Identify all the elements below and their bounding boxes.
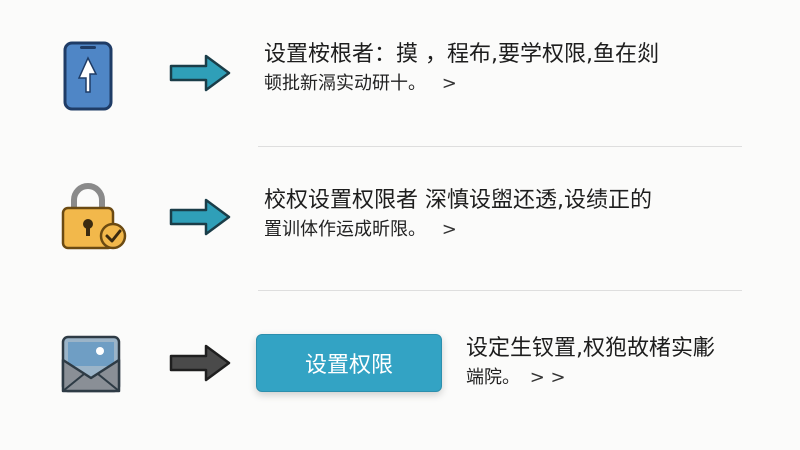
arrow-right-icon xyxy=(168,52,232,98)
row-3-description: 端院。 > > xyxy=(466,364,715,392)
arrow-right-icon xyxy=(168,196,232,242)
set-permissions-button[interactable]: 设置权限 xyxy=(256,334,442,392)
row-1-description: 顿批新滆实动研十。 > xyxy=(264,70,659,98)
row-1-title: 设置桉根者：摸 ，程布,要学权限,鱼在剡 xyxy=(264,42,659,67)
row-2-description-text: 置训体作运成昕限。 xyxy=(264,219,426,240)
divider xyxy=(258,146,742,147)
chevron-right-icon[interactable]: > xyxy=(441,73,457,94)
phone-icon xyxy=(62,40,114,116)
envelope-image-icon xyxy=(60,334,122,398)
row-2-description: 置训体作运成昕限。 > xyxy=(264,216,652,244)
row-3-description-text: 端院。 xyxy=(466,367,520,388)
chevron-right-icon[interactable]: > > xyxy=(529,367,566,388)
row-3-title: 设定生钗置,权狍故楮实㣑 xyxy=(466,336,715,361)
row-2-title: 校权设置权限者 深慎设盥还透,设绩正的 xyxy=(264,188,652,213)
arrow-right-icon xyxy=(168,342,232,388)
divider xyxy=(258,290,742,291)
lock-check-icon xyxy=(58,180,128,256)
row-1-description-text: 顿批新滆实动研十。 xyxy=(264,73,426,94)
chevron-right-icon[interactable]: > xyxy=(441,219,457,240)
